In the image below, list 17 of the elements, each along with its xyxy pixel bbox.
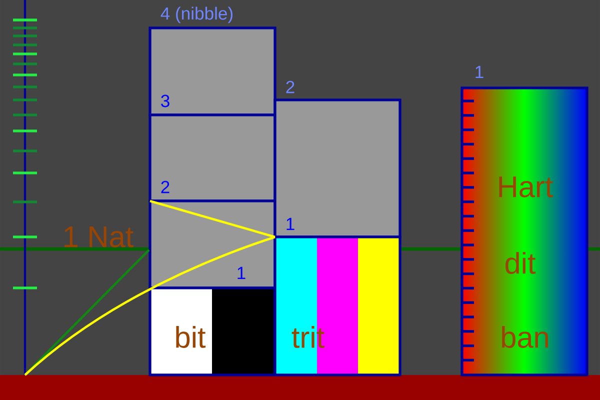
unit-box <box>460 86 588 376</box>
unit-box <box>148 114 276 202</box>
unit-box <box>274 98 402 238</box>
box-number: 1 <box>476 66 484 78</box>
box-number: 2 <box>286 80 294 94</box>
box-number: 2 <box>161 180 170 194</box>
unit-name: bit <box>176 326 206 348</box>
unit-box <box>148 200 276 290</box>
unit-box <box>148 286 276 376</box>
unit-box <box>148 26 276 116</box>
box-number: 4 (nibble) <box>160 6 232 24</box>
unit-box <box>274 236 402 376</box>
unit-name: dit <box>506 252 536 274</box>
box-number: 1 <box>286 218 294 230</box>
box-number: 1 <box>238 266 246 280</box>
box-number: 3 <box>161 94 170 108</box>
unit-name: 1 Nat <box>64 226 134 248</box>
